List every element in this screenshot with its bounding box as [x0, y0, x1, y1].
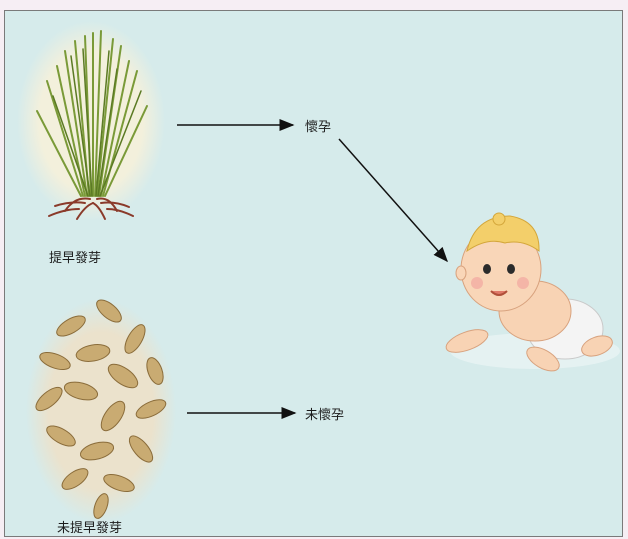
- crawling-baby-image: [443, 213, 620, 376]
- label-pregnant: 懷孕: [305, 116, 331, 135]
- label-not-pregnant: 未懷孕: [305, 404, 344, 423]
- label-sprouted-early: 提早發芽: [49, 247, 101, 266]
- wheat-seeds-image: [26, 296, 176, 523]
- label-not-sprouted-early: 未提早發芽: [57, 517, 122, 536]
- sprouted-wheat-grass-image: [17, 21, 165, 221]
- diagram-canvas: [5, 11, 622, 536]
- arrow-pregnant-to-baby: [339, 139, 447, 261]
- diagram-panel: 提早發芽 未提早發芽 懷孕 未懷孕: [4, 10, 623, 537]
